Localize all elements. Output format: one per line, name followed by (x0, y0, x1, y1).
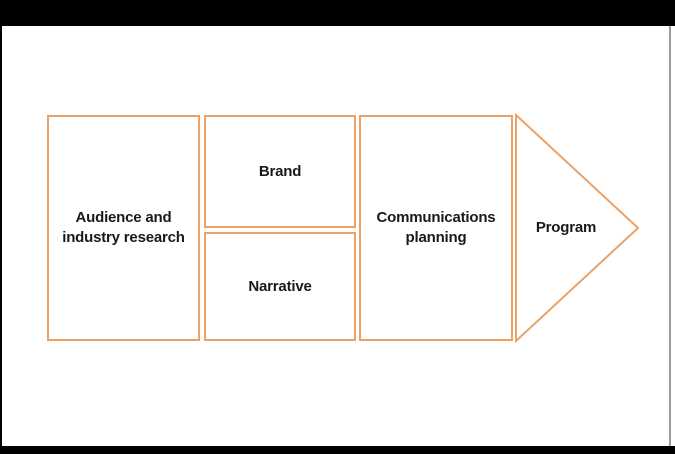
brand-box-label: Brand (258, 162, 302, 180)
diagram-box-communications: Communications planning (359, 115, 513, 341)
bottom-frame-bar (0, 446, 675, 454)
right-arrow-icon (515, 113, 640, 343)
left-frame-bar (0, 0, 2, 454)
narrative-box-label: Narrative (248, 277, 312, 295)
audience-box-label: Audience and industry research (62, 209, 185, 246)
diagram-arrow-program: Program (524, 115, 608, 341)
diagram-box-audience: Audience and industry research (47, 115, 200, 341)
diagram-box-brand: Brand (204, 115, 356, 228)
top-frame-bar (0, 0, 675, 26)
diagram-box-narrative: Narrative (204, 232, 356, 341)
program-label: Program (535, 219, 597, 236)
right-edge-line (669, 26, 671, 446)
communications-box-label: Communications planning (376, 209, 496, 246)
